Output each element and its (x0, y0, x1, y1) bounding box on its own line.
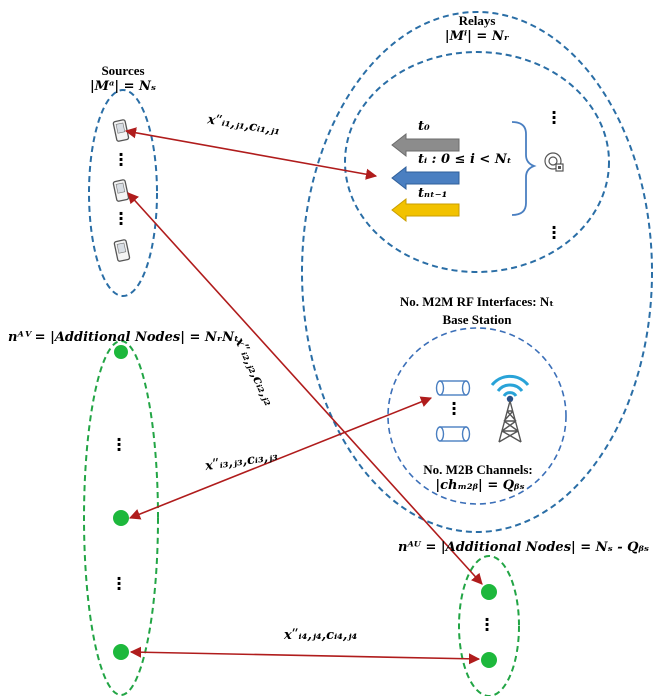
channel-icon (435, 380, 471, 396)
interface-label-tn: tₙₜ₋₁ (418, 186, 448, 201)
sources-title: Sources (101, 63, 145, 78)
relays-ellipsis: ··· (551, 218, 558, 247)
link-3 (128, 396, 433, 520)
interfaces-brace (511, 121, 537, 216)
channel-icon (435, 426, 471, 442)
additional-u-ellipsis: ··· (484, 610, 491, 639)
link-2 (127, 192, 483, 585)
additional-v-ellipsis: ··· (116, 430, 123, 459)
interface-arrow-ti (391, 165, 460, 191)
additional-u-ellipse (458, 555, 520, 696)
additional-node (481, 584, 497, 600)
base-station-tower-icon (490, 374, 530, 443)
source-device-icon (112, 119, 130, 142)
sources-ellipsis: ··· (118, 145, 125, 174)
base-station-title: Base Station (442, 312, 512, 327)
channels-formula: |chₘ₂ᵦ| = Qᵦₛ (435, 478, 525, 493)
relays-formula: |Mⁱ| = Nᵣ (444, 29, 510, 44)
additional-node (114, 345, 128, 359)
additional-v-label: nᴬⱽ = |Additional Nodes| = NᵣNₜ (8, 330, 239, 345)
additional-node (113, 510, 129, 526)
relay-device-icon (544, 152, 564, 172)
link-4-label: xʺᵢ₄,ⱼ₄,cᵢ₄,ⱼ₄ (284, 628, 358, 643)
relays-title: Relays (458, 13, 496, 28)
interface-arrow-t0 (391, 132, 460, 158)
source-device-icon (113, 239, 131, 262)
interfaces-label: No. M2M RF Interfaces: Nₜ (399, 294, 555, 309)
channels-label: No. M2B Channels: (423, 462, 533, 477)
additional-v-ellipsis: ··· (116, 569, 123, 598)
interface-label-t0: t₀ (418, 119, 430, 134)
interface-label-ti: tᵢ : 0 ≤ i < Nₜ (418, 152, 512, 167)
source-device-icon (112, 179, 130, 202)
interface-arrow-tn (391, 197, 460, 223)
additional-u-label: nᴬᵁ = |Additional Nodes| = Nₛ - Qᵦₛ (398, 540, 650, 555)
link-4 (129, 646, 481, 665)
sources-ellipsis: ··· (118, 204, 125, 233)
additional-node (113, 644, 129, 660)
additional-node (481, 652, 497, 668)
channels-ellipsis: ··· (451, 394, 458, 423)
relays-ellipsis: ··· (551, 103, 558, 132)
base-station-ellipse (387, 327, 567, 505)
sources-formula: |Mᵃ| = Nₛ (89, 79, 157, 94)
link-1 (124, 127, 378, 180)
